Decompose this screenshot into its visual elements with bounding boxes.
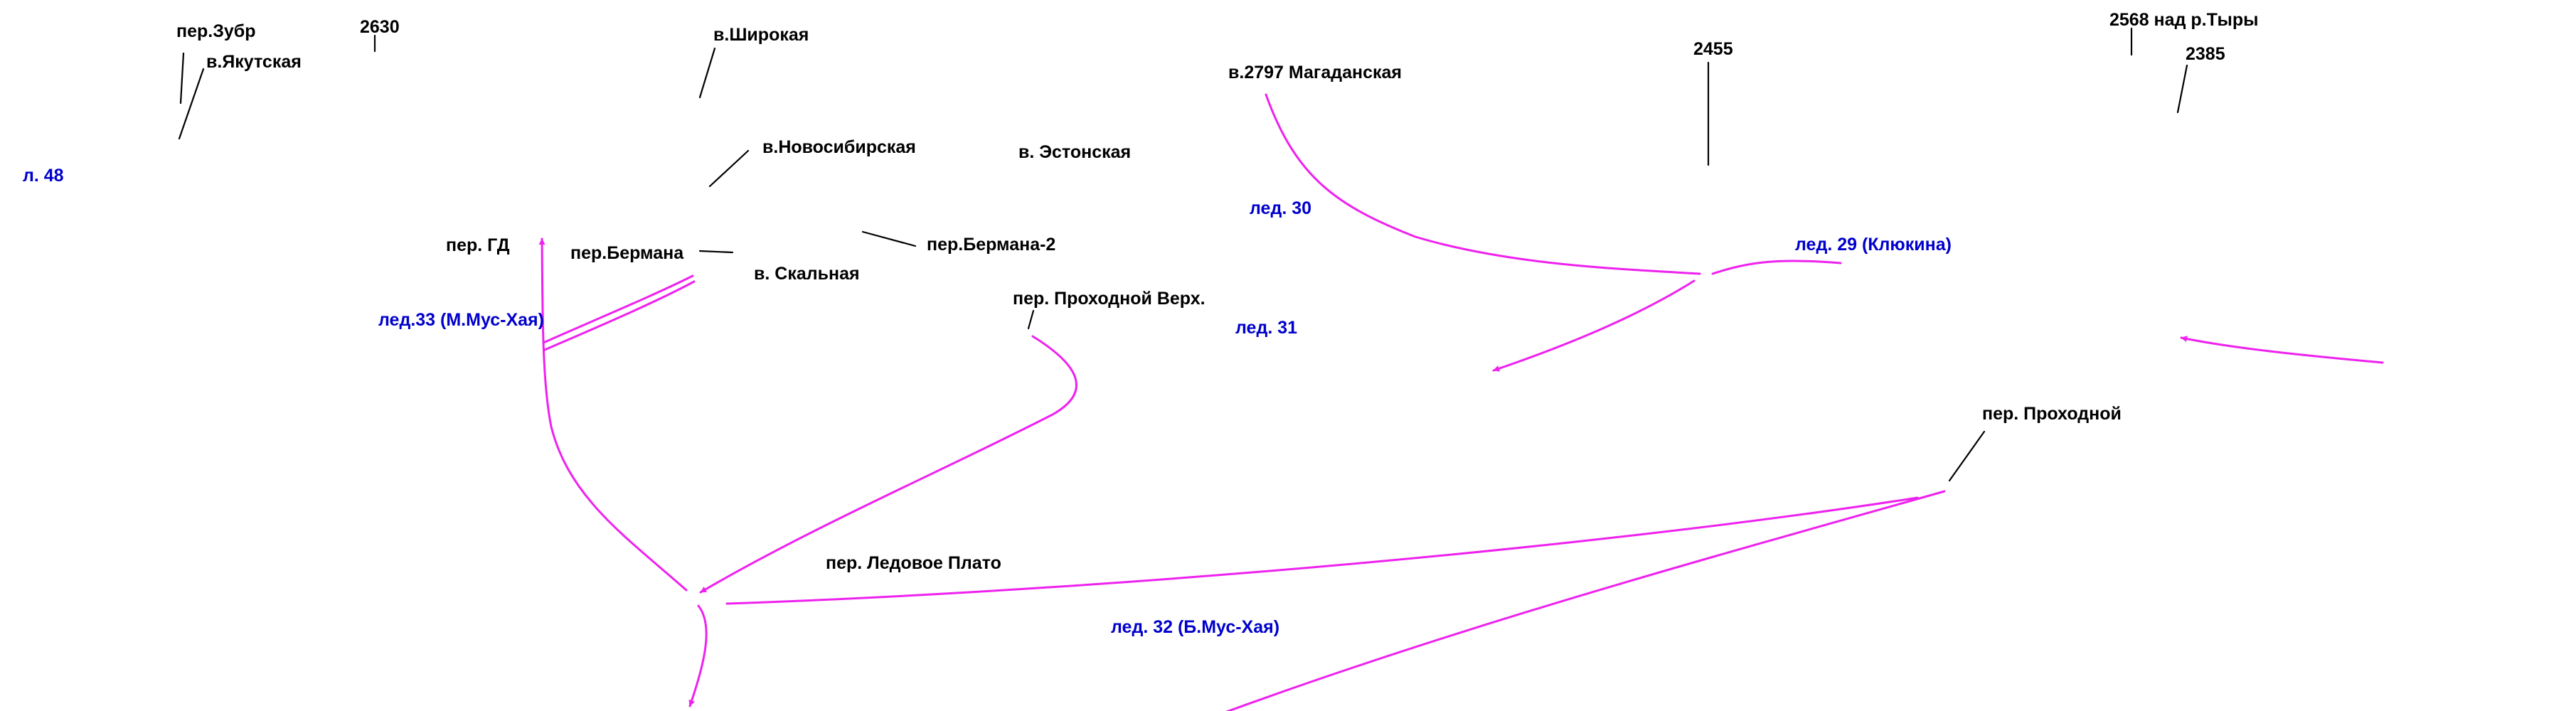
- label-per-zubr: пер.Зубр: [176, 21, 256, 41]
- label-led-48: л. 48: [23, 166, 64, 186]
- label-per-gd: пер. ГД: [446, 235, 510, 255]
- route-gd-ascent: [538, 237, 688, 592]
- route-bermana-descent-1: [542, 274, 694, 344]
- label-v-yakutskaya: в.Якутская: [206, 52, 302, 72]
- label-peak-2568: 2568 над р.Тыры: [2109, 10, 2259, 30]
- label-led-30: лед. 30: [1250, 198, 1311, 218]
- route-magadanskaya-descent: [1265, 93, 1701, 275]
- label-peak-2630: 2630: [360, 17, 400, 37]
- label-per-prokhodnoy: пер. Проходной: [1982, 404, 2122, 424]
- leader-v-yakutskaya: [178, 68, 205, 140]
- label-led-31: лед. 31: [1235, 318, 1297, 338]
- label-v-2797-magadanskaya: в.2797 Магаданская: [1228, 63, 1402, 82]
- route-prokhodnoy-verkh-descent: [699, 335, 1077, 594]
- leader-per-prokhodnoy-verkh: [1027, 309, 1035, 330]
- label-v-shirokaya: в.Широкая: [713, 25, 809, 45]
- leader-lines: [178, 27, 2188, 482]
- label-peak-2455: 2455: [1693, 39, 1733, 59]
- label-v-estonskaya: в. Эстонская: [1018, 142, 1131, 162]
- route-east-approach: [2180, 336, 2384, 364]
- leader-v-shirokaya: [698, 47, 716, 99]
- leader-per-bermana-2: [861, 230, 917, 247]
- label-v-novosibirskaya: в.Новосибирская: [762, 137, 916, 157]
- route-prokhodnoy-to-plato: [725, 496, 1919, 605]
- leader-per-prokhodnoy: [1948, 430, 1986, 482]
- label-led-33: лед.33 (М.Мус-Хая): [378, 310, 544, 330]
- leader-v-novosibirskaya: [708, 149, 750, 188]
- label-v-skalnaya: в. Скальная: [754, 264, 860, 284]
- route-klyukina-upper: [1711, 260, 1842, 275]
- label-led-29: лед. 29 (Клюкина): [1795, 235, 1952, 255]
- route-led32-descent: [1225, 490, 1946, 711]
- label-per-bermana-2: пер.Бермана-2: [927, 235, 1055, 255]
- label-per-ledovoe-plato: пер. Ледовое Плато: [826, 553, 1001, 573]
- route-plato-descent: [688, 604, 708, 707]
- leader-2385: [2176, 64, 2188, 114]
- route-lines: [538, 93, 2384, 711]
- label-per-bermana: пер.Бермана: [570, 243, 684, 263]
- label-per-prokhodnoy-verkh: пер. Проходной Верх.: [1013, 289, 1205, 309]
- label-led-32: лед. 32 (Б.Мус-Хая): [1111, 617, 1279, 637]
- leader-per-zubr: [179, 52, 185, 105]
- route-klyukina-descent: [1492, 279, 1696, 372]
- glacier-labels: л. 48 лед. 30 лед. 29 (Клюкина) лед.33 (…: [23, 166, 1952, 637]
- route-bermana-descent-2: [543, 280, 696, 351]
- leader-per-bermana: [698, 250, 734, 254]
- label-peak-2385: 2385: [2186, 44, 2225, 64]
- peak-labels: пер.Зубр 2630 в.Якутская в.Широкая в.Нов…: [176, 10, 2259, 573]
